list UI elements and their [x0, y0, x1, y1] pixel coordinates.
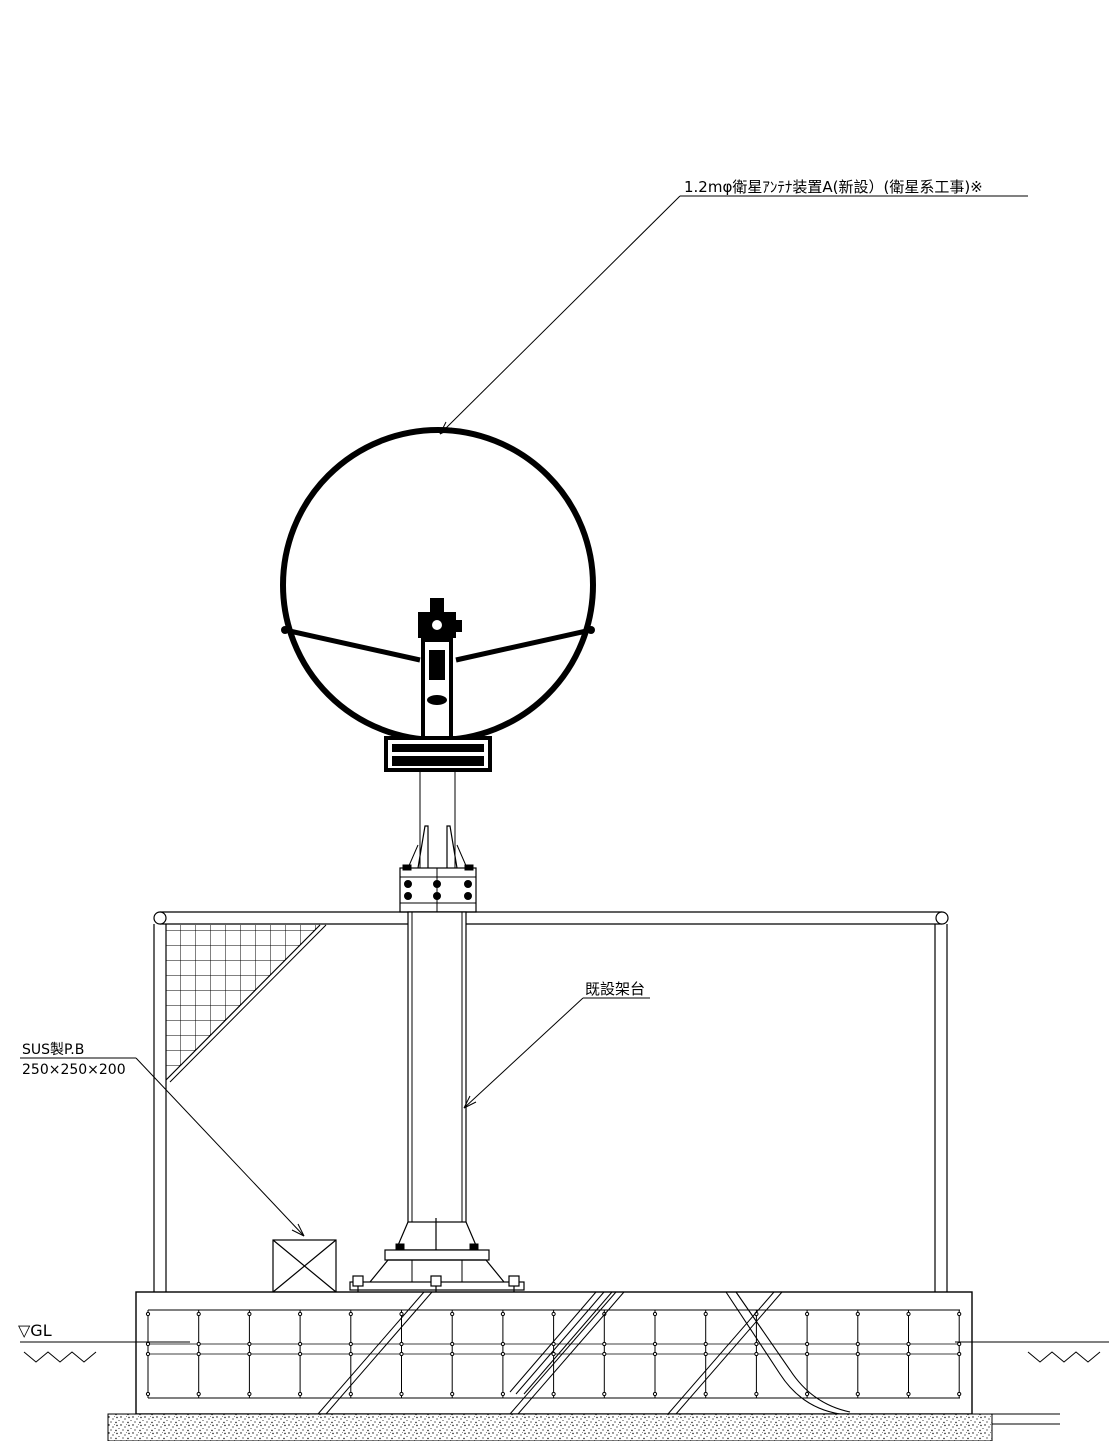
- rebar-tie: [399, 1351, 404, 1357]
- rebar-tie: [906, 1311, 911, 1317]
- rebar-tie: [652, 1341, 658, 1347]
- rebar-tie: [906, 1351, 911, 1357]
- rebar-tie: [754, 1341, 759, 1347]
- rebar-tie: [602, 1341, 607, 1347]
- rebar-tie: [855, 1311, 860, 1317]
- foundation-rebar: [145, 1310, 962, 1398]
- rebar-tie: [500, 1311, 505, 1317]
- rebar-tie: [602, 1351, 607, 1357]
- rebar-tie: [957, 1391, 962, 1397]
- rebar-tie: [652, 1391, 658, 1397]
- rebar-tie: [957, 1311, 962, 1317]
- ground-level-label: ▽GL: [18, 1321, 52, 1340]
- frame-center-column: [407, 911, 467, 1223]
- rebar-tie: [652, 1311, 658, 1317]
- rebar-tie: [145, 1391, 151, 1397]
- rebar-tie: [906, 1391, 911, 1397]
- rebar-tie: [145, 1351, 151, 1357]
- rebar-tie: [703, 1311, 708, 1317]
- rebar-tie: [551, 1311, 556, 1317]
- rebar-tie: [196, 1311, 201, 1317]
- frame-base-plate: [384, 1249, 490, 1261]
- rebar-tie: [906, 1341, 911, 1347]
- rebar-tie: [703, 1341, 708, 1347]
- mast-flange: [399, 867, 477, 913]
- rebar-tie: [602, 1391, 607, 1397]
- rebar-tie: [957, 1341, 962, 1347]
- rebar-tie: [500, 1351, 505, 1357]
- rebar-tie: [450, 1351, 455, 1357]
- leader-lines: [20, 195, 1028, 1237]
- rebar-tie: [805, 1391, 810, 1397]
- rebar-tie: [348, 1351, 353, 1357]
- rebar-tie: [348, 1311, 353, 1317]
- antenna-dish-profile: [284, 627, 592, 663]
- rebar-tie: [298, 1311, 303, 1317]
- gravel-bed: [107, 1413, 993, 1441]
- rebar-tie: [298, 1341, 303, 1347]
- ground-line: [20, 1341, 1109, 1363]
- rebar-tie: [298, 1391, 303, 1397]
- rebar-tie: [196, 1391, 201, 1397]
- rebar-tie: [551, 1341, 556, 1347]
- existing-frame-label: 既設架台: [585, 980, 645, 998]
- antenna-mast: [399, 770, 477, 913]
- rebar-tie: [855, 1341, 860, 1347]
- rebar-tie: [450, 1311, 455, 1317]
- rebar-tie: [855, 1351, 860, 1357]
- rebar-tie: [551, 1391, 556, 1397]
- rebar-tie: [247, 1341, 252, 1347]
- satellite-antenna: [280, 427, 596, 772]
- rebar-tie: [196, 1341, 201, 1347]
- rebar-tie: [399, 1311, 404, 1317]
- rebar-tie: [145, 1311, 151, 1317]
- rebar-tie: [348, 1391, 353, 1397]
- rebar-tie: [805, 1311, 810, 1317]
- pull-box-label: SUS製P.B: [22, 1042, 84, 1058]
- rebar-tie: [247, 1311, 252, 1317]
- pull-box-size-label: 250×250×200: [22, 1062, 126, 1078]
- rebar-tie: [754, 1391, 759, 1397]
- rebar-tie: [652, 1351, 658, 1357]
- rebar-tie: [500, 1341, 505, 1347]
- rebar-tie: [145, 1341, 151, 1347]
- rebar-tie: [247, 1391, 252, 1397]
- pull-box: [272, 1239, 337, 1293]
- concrete-foundation: [135, 1291, 1060, 1425]
- rebar-tie: [247, 1351, 252, 1357]
- rebar-tie: [703, 1351, 708, 1357]
- rebar-tie: [348, 1341, 353, 1347]
- rebar-tie: [805, 1351, 810, 1357]
- rebar-tie: [450, 1391, 455, 1397]
- rebar-tie: [196, 1351, 201, 1357]
- rebar-tie: [399, 1341, 404, 1347]
- rebar-tie: [855, 1391, 860, 1397]
- antenna-label: 1.2mφ衛星ｱﾝﾃﾅ装置A(新設）(衛星系工事)※: [684, 178, 983, 196]
- rebar-tie: [754, 1351, 759, 1357]
- rebar-tie: [399, 1391, 404, 1397]
- rebar-tie: [957, 1351, 962, 1357]
- rebar-tie: [500, 1391, 505, 1397]
- rebar-tie: [805, 1341, 810, 1347]
- existing-frame: [153, 911, 949, 1360]
- rebar-tie: [450, 1341, 455, 1347]
- rebar-tie: [551, 1351, 556, 1357]
- rebar-tie: [703, 1391, 708, 1397]
- rebar-tie: [298, 1351, 303, 1357]
